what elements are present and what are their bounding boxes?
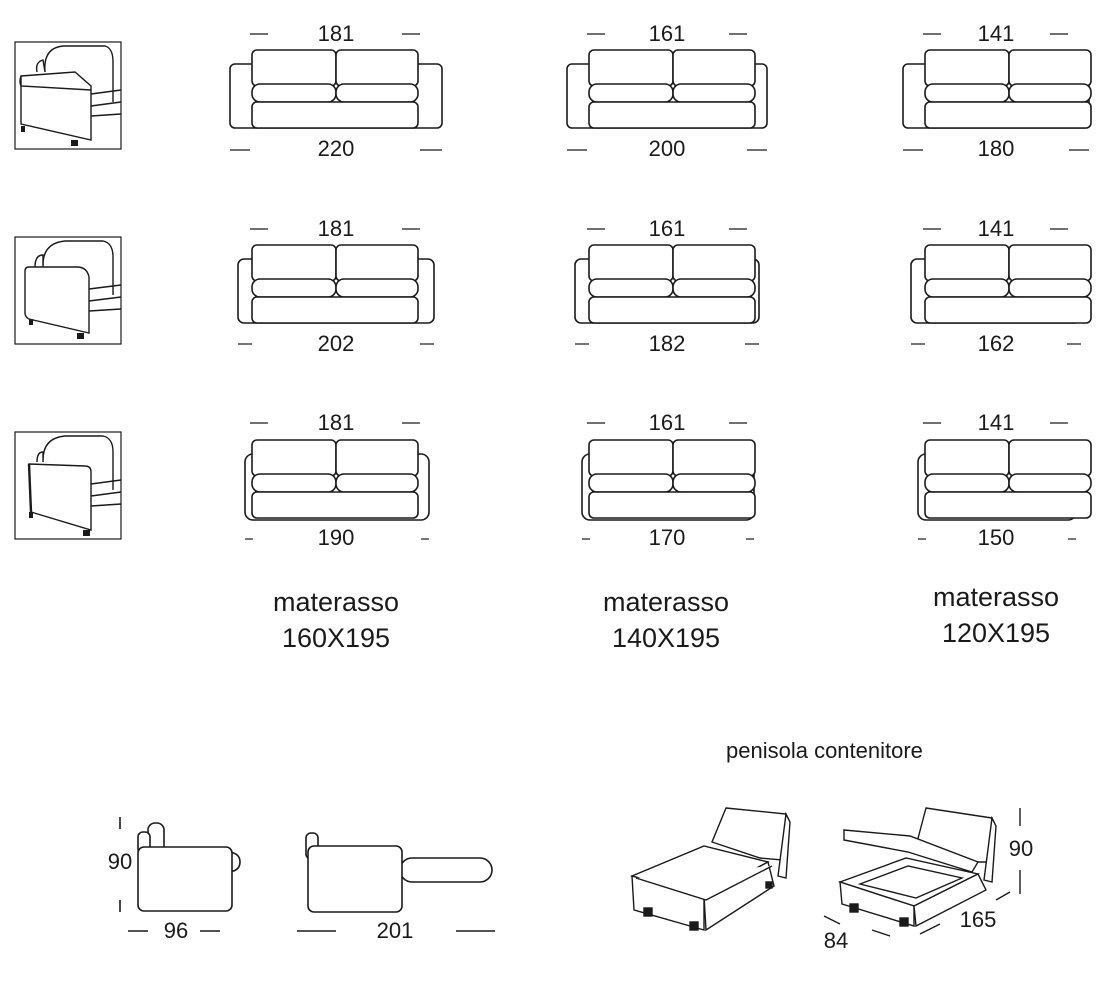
dim-r3c1-overall: 190 <box>318 525 355 550</box>
dim-r3c2-overall: 170 <box>649 525 686 550</box>
dim-r2c1-seat: 181 <box>318 216 355 241</box>
mattress-label-2-size: 140X195 <box>611 623 721 653</box>
chaise-height: 90 <box>1009 836 1033 861</box>
dim-r3c2-seat: 161 <box>649 410 686 435</box>
sofa-plan-r1c3 <box>902 49 1092 129</box>
arm-style-thumbnail-3 <box>14 431 122 540</box>
sofa-plan-r3c1 <box>244 439 430 521</box>
arm-style-thumbnail-1 <box>14 41 122 150</box>
sofa-plan-r2c1 <box>237 244 435 324</box>
sofa-plan-r3c2 <box>581 439 756 521</box>
side-closed-height: 90 <box>108 849 132 874</box>
chaise-closed-perspective <box>629 807 791 932</box>
dim-r1c1-seat: 181 <box>318 21 355 46</box>
mattress-label-1-text: materasso <box>272 587 400 617</box>
dim-r2c2-seat: 161 <box>649 216 686 241</box>
sofa-plan-r1c1 <box>229 49 443 129</box>
dim-r2c2-overall: 182 <box>649 331 686 356</box>
mattress-label-1: materasso 160X195 <box>216 584 456 656</box>
chaise-title: penisola contenitore <box>726 738 923 763</box>
dimension-ticks <box>230 33 1089 540</box>
dim-r1c2-overall: 200 <box>649 136 686 161</box>
side-view-closed <box>119 817 241 932</box>
mattress-label-2: materasso 140X195 <box>546 584 786 656</box>
dim-r1c3-seat: 141 <box>978 21 1015 46</box>
dim-r2c3-seat: 141 <box>978 216 1015 241</box>
mattress-label-1-size: 160X195 <box>281 623 391 653</box>
side-closed-depth: 96 <box>164 918 188 943</box>
side-view-open <box>297 832 495 932</box>
sofa-plan-r2c3 <box>910 244 1092 324</box>
mattress-label-3: materasso 120X195 <box>876 579 1114 651</box>
mattress-label-2-text: materasso <box>602 587 730 617</box>
dim-r1c1-overall: 220 <box>318 136 355 161</box>
sofa-plan-r2c2 <box>574 244 760 324</box>
dim-r3c1-seat: 181 <box>318 410 355 435</box>
sofa-plan-r1c2 <box>566 49 768 129</box>
sofa-plan-r3c3 <box>917 439 1092 521</box>
dim-r1c2-seat: 161 <box>649 21 686 46</box>
dim-r2c3-overall: 162 <box>978 331 1015 356</box>
arm-style-thumbnail-2 <box>14 236 122 345</box>
dim-r1c3-overall: 180 <box>978 136 1015 161</box>
side-open-length: 201 <box>377 918 414 943</box>
mattress-label-3-text: materasso <box>932 582 1060 612</box>
dim-r2c1-overall: 202 <box>318 331 355 356</box>
chaise-length: 165 <box>960 907 997 932</box>
chaise-open-perspective <box>823 807 1021 937</box>
mattress-label-3-size: 120X195 <box>941 618 1051 648</box>
dim-r3c3-overall: 150 <box>978 525 1015 550</box>
dim-r3c3-seat: 141 <box>978 410 1015 435</box>
chaise-width: 84 <box>824 928 848 953</box>
